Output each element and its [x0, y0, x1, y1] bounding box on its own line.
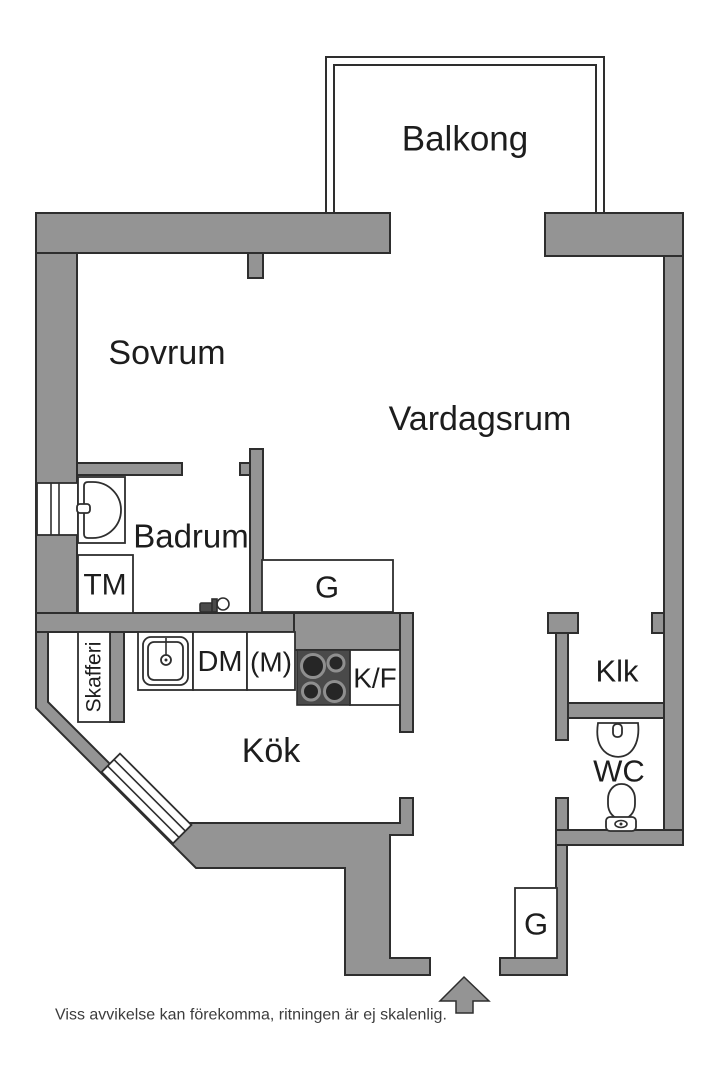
stove-icon: [296, 649, 351, 706]
wall-left: [35, 252, 78, 633]
wall-closet-wc-divider: [567, 702, 665, 719]
dishwasher-box: [192, 631, 248, 691]
wardrobe-box-hall: [261, 559, 394, 613]
walls: [35, 212, 684, 976]
balcony-railing: [325, 56, 605, 213]
window-icon: [36, 482, 79, 536]
wall-bedroom-bottom: [76, 462, 183, 476]
toilet-icon: [605, 783, 637, 832]
label-wardrobe-hall: G: [315, 570, 339, 605]
wall-kitchen-top-thick: [293, 612, 414, 651]
room-label-bedroom: Sovrum: [108, 334, 225, 372]
room-label-kitchen: Kök: [242, 732, 302, 770]
wall-bathroom-right: [249, 448, 264, 614]
room-label-living-room: Vardagsrum: [389, 400, 572, 438]
label-dishwasher: DM: [197, 646, 242, 678]
label-wardrobe-entry: G: [524, 907, 548, 942]
label-washing-machine: TM: [83, 569, 126, 602]
balcony-rail-inner: [333, 64, 597, 213]
label-fridge-freezer: K/F: [353, 663, 397, 694]
label-microwave: (M): [250, 647, 292, 678]
wall-closet-right-stub: [651, 612, 665, 634]
shower-icon: [76, 476, 126, 544]
faucet-icon: [199, 597, 230, 613]
wall-closet-top-block: [547, 612, 579, 634]
wall-right: [663, 255, 684, 846]
wall-pantry-right: [109, 631, 125, 723]
wall-wc-bottom: [555, 829, 684, 846]
microwave-box: [246, 631, 296, 691]
pantry-box: [77, 631, 111, 723]
room-label-closet: Klk: [595, 654, 639, 689]
wardrobe-box-entry: [514, 887, 558, 959]
fridge-freezer-box: [349, 649, 401, 706]
room-label-bathroom: Badrum: [133, 518, 249, 555]
label-pantry: Skafferi: [83, 642, 106, 713]
wall-closet-left: [555, 632, 569, 741]
washing-machine-box: [77, 554, 134, 614]
wall-bathroom-door-arm: [239, 462, 251, 476]
wall-top-right: [544, 212, 684, 257]
disclaimer-text: Viss avvikelse kan förekomma, ritningen …: [55, 1007, 447, 1024]
room-label-wc: WC: [593, 754, 645, 789]
entry-arrow-icon: [438, 975, 491, 1014]
wall-wc-left-lower: [555, 797, 569, 831]
room-label-balcony: Balkong: [402, 120, 528, 159]
diagonal-window-icon: [100, 752, 193, 845]
wall-kitchen-right: [399, 612, 414, 733]
sink-icon: [137, 631, 194, 691]
wall-top-left: [35, 212, 391, 254]
wall-bedroom-stub: [247, 252, 264, 279]
wc-basin-icon: [596, 722, 640, 758]
